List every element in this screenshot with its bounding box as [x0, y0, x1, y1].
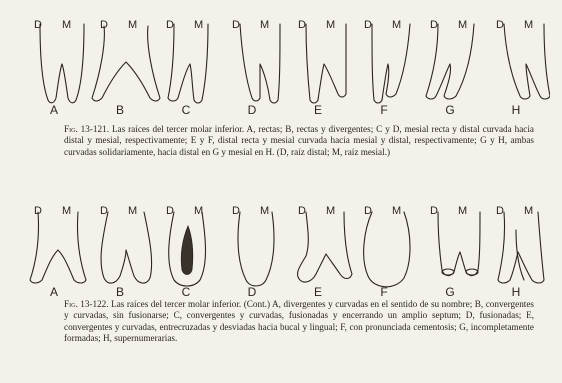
- open-apex: [442, 269, 454, 275]
- root-outline: [92, 26, 160, 101]
- root-outline: [438, 212, 480, 276]
- figure-13-121-text: Las raíces del tercer molar inferior. A,…: [64, 124, 534, 157]
- panel-letter: B: [116, 103, 124, 117]
- root-panel-d: D M D: [232, 19, 280, 117]
- root-panel-c: D M C: [166, 19, 208, 117]
- distal-root-label: D: [496, 19, 504, 31]
- distal-root-label: D: [166, 19, 174, 31]
- distal-root-label: D: [34, 205, 42, 217]
- mesial-root-label: M: [392, 205, 401, 217]
- root-panel-h: D M H: [496, 19, 550, 117]
- root-panel-g: D M G: [426, 19, 474, 117]
- panel-letter: H: [512, 103, 521, 117]
- figure-13-121-number: Fig. 13-121.: [64, 124, 109, 134]
- panel-letter: G: [445, 103, 454, 117]
- root-outline: [168, 24, 208, 103]
- figure-13-121-root-drawings: D M A D M B D M C D M D D M E D M F D M G D M H: [18, 14, 550, 120]
- mesial-root-label: M: [128, 205, 137, 217]
- panel-letter: A: [50, 285, 58, 299]
- root-panel-g: D M G: [430, 205, 480, 299]
- mesial-root-label: M: [392, 19, 401, 31]
- mesial-root-label: M: [62, 19, 71, 31]
- mesial-root-label: M: [458, 205, 467, 217]
- panel-letter: B: [116, 285, 124, 299]
- root-outline: [30, 212, 86, 283]
- distal-root-label: D: [298, 205, 306, 217]
- mesial-root-label: M: [260, 205, 269, 217]
- mesial-root-label: M: [524, 19, 533, 31]
- distal-root-label: D: [166, 205, 174, 217]
- root-panel-a: D M A: [34, 19, 84, 117]
- mesial-root-label: M: [260, 19, 269, 31]
- distal-root-label: D: [298, 19, 306, 31]
- figure-13-122-number: Fig. 13-122.: [64, 299, 109, 309]
- distal-root-label: D: [232, 19, 240, 31]
- mesial-root-label: M: [326, 19, 335, 31]
- root-panel-e: D M E: [298, 205, 352, 299]
- figure-13-122-text: Las raíces del tercer molar inferior. (C…: [64, 299, 534, 343]
- panel-letter: D: [248, 285, 257, 299]
- root-panel-b: D M B: [100, 205, 152, 299]
- figure-13-122-root-drawings: D M A D M B D M C D M D D M E D M F D M G D M H: [18, 200, 550, 300]
- root-outline: [240, 24, 280, 103]
- panel-letter: E: [314, 285, 322, 299]
- root-outline: [40, 24, 84, 103]
- panel-letter: D: [248, 103, 257, 117]
- root-outline: [426, 24, 474, 99]
- figure-13-122-illustration: D M A D M B D M C D M D D M E D M F D M G D M H: [18, 200, 550, 300]
- panel-letter: C: [182, 103, 191, 117]
- root-outline: [504, 24, 550, 99]
- panel-letter: F: [380, 285, 387, 299]
- root-panel-a: D M A: [30, 205, 86, 299]
- panel-letter: F: [380, 103, 387, 117]
- distal-root-label: D: [364, 19, 372, 31]
- distal-root-label: D: [496, 205, 504, 217]
- mesial-root-label: M: [128, 19, 137, 31]
- distal-root-label: D: [364, 205, 372, 217]
- panel-letter: H: [512, 285, 521, 299]
- mesial-root-label: M: [194, 205, 203, 217]
- distal-root-label: D: [232, 205, 240, 217]
- distal-root-label: D: [100, 19, 108, 31]
- figure-13-122-caption: Fig. 13-122. Las raíces del tercer molar…: [64, 299, 534, 344]
- root-panel-h: D M H: [496, 205, 544, 299]
- root-panel-c: D M C: [166, 205, 206, 299]
- panel-letter: E: [314, 103, 322, 117]
- root-outline: [298, 212, 352, 282]
- figure-13-121-illustration: D M A D M B D M C D M D D M E D M F D M G D M H: [18, 14, 550, 120]
- septum-mass: [181, 226, 193, 275]
- root-panel-f: D M F: [364, 205, 410, 299]
- open-apex: [466, 269, 478, 275]
- mesial-root-label: M: [62, 205, 71, 217]
- root-outline: [306, 24, 346, 103]
- panel-letter: C: [182, 285, 191, 299]
- root-outline: [101, 212, 152, 283]
- mesial-root-label: M: [326, 205, 335, 217]
- root-panel-e: D M E: [298, 19, 346, 117]
- distal-root-label: D: [100, 205, 108, 217]
- panel-letter: G: [445, 285, 454, 299]
- mesial-root-label: M: [524, 205, 533, 217]
- root-panel-b: D M B: [92, 19, 160, 117]
- root-outline: [372, 24, 410, 103]
- mesial-root-label: M: [194, 19, 203, 31]
- distal-root-label: D: [430, 205, 438, 217]
- figure-13-121-caption: Fig. 13-121. Las raíces del tercer molar…: [64, 124, 534, 158]
- root-panel-f: D M F: [364, 19, 410, 117]
- root-panel-d: D M D: [232, 205, 274, 299]
- distal-root-label: D: [430, 19, 438, 31]
- distal-root-label: D: [34, 19, 42, 31]
- root-outline: [364, 212, 410, 287]
- mesial-root-label: M: [458, 19, 467, 31]
- root-outline: [238, 212, 274, 286]
- panel-letter: A: [50, 103, 58, 117]
